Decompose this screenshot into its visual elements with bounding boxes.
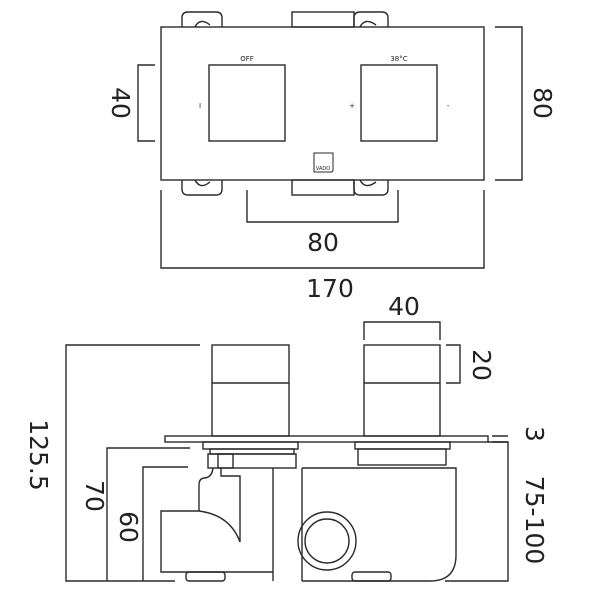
right-flange (354, 441, 451, 450)
plus-mark: + (349, 102, 355, 110)
dim-line-knob-cap (446, 344, 461, 384)
dim-line-wall-depth (445, 441, 509, 582)
mount-block-bottom (291, 179, 355, 196)
dim-line-knob-width (363, 321, 441, 340)
minus-mark: - (447, 102, 450, 110)
faceplate (160, 26, 485, 181)
dim-line-plate-height (495, 26, 523, 181)
foot-right (351, 571, 392, 582)
valve-body (272, 467, 457, 582)
right-knob-front (360, 64, 438, 142)
dim-line-plate-thickness (492, 435, 508, 443)
dim-plate-thickness: 3 (520, 426, 549, 442)
dim-plate-width: 170 (306, 274, 354, 303)
dim-wall-depth: 75-100 (520, 476, 549, 565)
dim-line-knob-spacing (246, 190, 399, 223)
front-view: OFF 38°C I + - VADO 40 80 80 170 (106, 11, 557, 303)
left-knob-front (208, 64, 286, 142)
right-flange-ring (357, 448, 447, 466)
mount-tab-bottom-right (353, 179, 389, 196)
dim-line-plate-width (160, 190, 485, 269)
logo-badge (313, 152, 334, 173)
dim-line-total-depth (65, 344, 200, 582)
dim-line-inner-depth (142, 466, 188, 581)
left-flange-ring (209, 448, 295, 455)
dim-knob-spacing: 80 (307, 228, 339, 257)
dim-body-depth: 70 (80, 480, 109, 512)
mount-block-top (291, 11, 355, 28)
faceplate-side (164, 435, 489, 443)
left-nut-body (217, 453, 297, 469)
dim-inner-depth: 60 (114, 511, 143, 543)
on-mark: I (199, 102, 201, 110)
vado-logo: VADO (316, 166, 330, 172)
inlet-inner (304, 518, 350, 564)
dim-knob-width: 40 (388, 292, 420, 321)
side-view: 125.5 70 60 40 20 3 75-100 (24, 292, 549, 582)
dim-knob-height: 40 (106, 87, 135, 119)
left-nut (207, 453, 234, 469)
inlet-outer (297, 511, 357, 571)
left-knob-label: OFF (240, 55, 254, 63)
left-flange (202, 441, 299, 450)
right-knob-label: 38°C (390, 55, 407, 63)
mount-tab-bottom-left (181, 179, 223, 196)
mount-tab-top-left (181, 11, 223, 28)
mount-tab-top-right (353, 11, 389, 28)
left-knob-side (211, 344, 290, 437)
diverter-outlet (160, 467, 273, 573)
dim-knob-cap: 20 (467, 349, 496, 381)
dim-line-knob-height (137, 64, 155, 142)
dim-line-body-depth (106, 447, 190, 581)
foot-left (185, 571, 226, 582)
right-knob-side (363, 344, 441, 437)
dim-total-depth: 125.5 (24, 419, 53, 491)
dim-plate-height: 80 (528, 87, 557, 119)
